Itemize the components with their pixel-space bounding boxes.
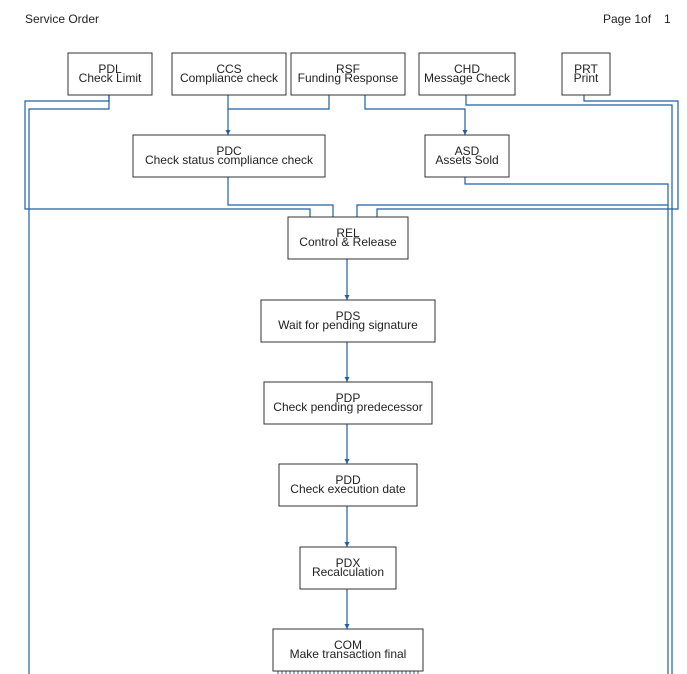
arrowhead: [344, 459, 350, 464]
node-label: Assets Sold: [435, 153, 498, 167]
connector-line: [464, 177, 669, 674]
connector-line: [376, 95, 679, 217]
node-label: Print: [574, 71, 599, 85]
node-code: PDD: [335, 473, 361, 487]
connector-line: [227, 177, 334, 217]
node-box: [67, 52, 153, 96]
arrowhead: [344, 295, 350, 300]
node-label: Control & Release: [299, 235, 397, 249]
node-code: CHD: [454, 62, 480, 76]
node-code: RSF: [336, 62, 360, 76]
node-label: Check pending predecessor: [273, 400, 422, 414]
node-label: Make transaction final: [290, 647, 407, 661]
node-box: [171, 52, 287, 96]
diagram-title: Service Order: [25, 12, 100, 26]
node-code: COM: [334, 638, 362, 652]
node-box: [278, 463, 418, 507]
node-code: PDC: [216, 144, 242, 158]
connector-lines: [24, 95, 679, 674]
node-label: Check execution date: [290, 482, 406, 496]
node-code: PDP: [336, 391, 361, 405]
node-box: [132, 134, 326, 178]
node-code: ASD: [455, 144, 480, 158]
connector-line: [465, 95, 673, 674]
node-label: Compliance check: [180, 71, 279, 85]
node-label: Funding Response: [298, 71, 399, 85]
connector-line: [28, 95, 110, 674]
connector-line: [356, 204, 668, 217]
arrowhead: [462, 130, 468, 135]
arrowhead: [344, 377, 350, 382]
node-box: [290, 52, 406, 96]
node-code: PDS: [336, 309, 361, 323]
node-box: [424, 134, 510, 178]
node-box: [418, 52, 516, 96]
page-number: 1: [664, 12, 671, 26]
node-label: Check Limit: [79, 71, 142, 85]
arrowhead: [344, 624, 350, 629]
node-label: Message Check: [424, 71, 511, 85]
node-box: [272, 628, 424, 672]
node-label: Check status compliance check: [145, 153, 314, 167]
node-code: PRT: [574, 62, 598, 76]
connector-line: [364, 95, 466, 135]
node-code: REL: [336, 226, 360, 240]
node-label: Recalculation: [312, 565, 384, 579]
arrowhead: [344, 542, 350, 547]
connector-line: [228, 95, 330, 110]
node-code: CCS: [216, 62, 241, 76]
node-box: [299, 546, 397, 590]
node-box: [260, 299, 436, 343]
page-label: Page 1of: [603, 12, 652, 26]
arrowhead: [225, 130, 231, 135]
node-label: Wait for pending signature: [278, 318, 418, 332]
node-code: PDX: [336, 556, 361, 570]
node-box: [561, 52, 611, 96]
node-code: PDL: [98, 62, 122, 76]
node-box: [287, 216, 409, 260]
node-box: [263, 381, 433, 425]
